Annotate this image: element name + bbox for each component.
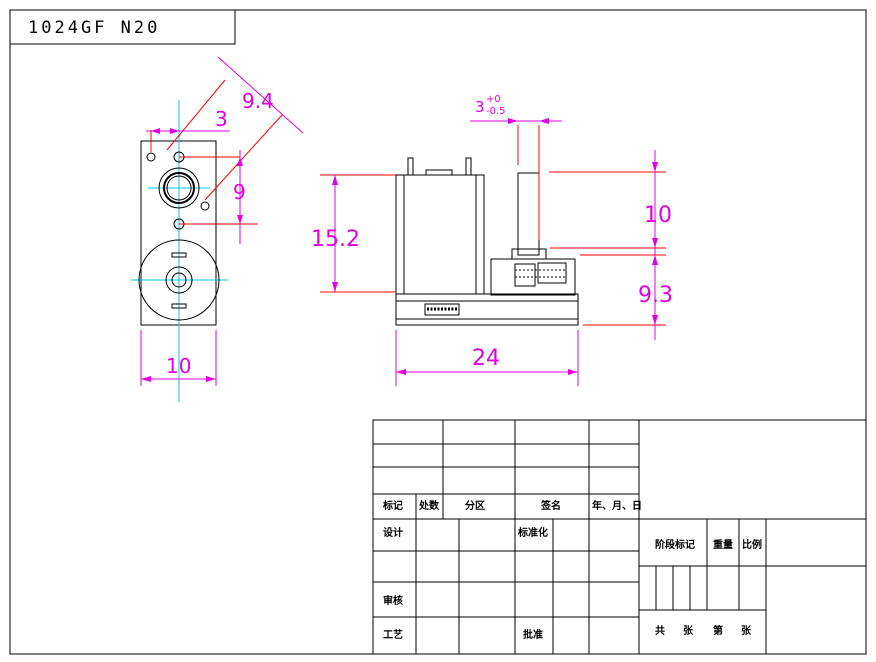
arrow <box>539 118 549 124</box>
arrow <box>332 175 338 185</box>
terminal-right <box>465 157 472 176</box>
shaft-collar <box>511 248 547 260</box>
front-view: 9.4 3 9 10 <box>131 56 304 402</box>
tb-total: 共 <box>655 626 665 637</box>
arrow <box>652 238 658 248</box>
motor-bearing-inner <box>171 272 187 288</box>
arrow <box>332 282 338 292</box>
arrow <box>568 369 578 375</box>
gearbox-gear-2 <box>537 262 567 284</box>
arrow <box>237 157 243 166</box>
dim-10-side: 10 <box>644 203 672 228</box>
arrow <box>141 376 151 382</box>
drawing-title: 1024GF N20 <box>28 18 160 38</box>
tb-mark: 标记 <box>383 501 403 512</box>
tb-standardization: 标准化 <box>518 528 548 539</box>
arrow <box>652 255 658 265</box>
tb-process: 工艺 <box>383 630 403 641</box>
tb-zone: 分区 <box>465 501 485 512</box>
dim-94: 9.4 <box>242 89 274 113</box>
tb-sheets-1: 张 <box>683 626 693 637</box>
tb-date: 年、月、日 <box>592 501 642 512</box>
arrow <box>237 215 243 224</box>
motor-cap <box>425 169 453 176</box>
tb-sheets-2: 张 <box>741 626 751 637</box>
motor-bearing-outer <box>165 266 193 294</box>
arrow <box>652 162 658 172</box>
dim-93: 9.3 <box>638 283 673 308</box>
plate-3 <box>395 318 579 326</box>
shaft-mid <box>163 172 195 204</box>
hole-ext-4 <box>166 79 226 151</box>
output-shaft <box>517 172 540 256</box>
title-block-grid <box>372 419 867 655</box>
dim-tol-base: 3 <box>475 98 485 116</box>
arrow <box>396 369 406 375</box>
motor-slot-bottom <box>171 303 187 309</box>
tb-approve: 批准 <box>523 630 543 641</box>
dim-9: 9 <box>233 180 246 204</box>
terminal-left <box>407 157 414 176</box>
arrow <box>508 118 518 124</box>
shaft-inner <box>166 175 192 201</box>
hole-top-left <box>146 152 156 162</box>
motor-slot-top <box>171 252 187 258</box>
tb-review: 审核 <box>383 596 403 607</box>
tb-signature: 签名 <box>541 501 561 512</box>
arrow <box>652 315 658 325</box>
tb-weight: 重量 <box>713 540 733 551</box>
gearbox-upper <box>490 258 576 296</box>
arrow <box>206 376 216 382</box>
dim-3: 3 <box>215 107 228 131</box>
dim-152: 15.2 <box>311 227 360 252</box>
tb-count: 处数 <box>419 501 439 512</box>
tb-stage-mark: 阶段标记 <box>655 540 695 551</box>
gearbox-gear-1 <box>514 263 536 287</box>
pinion-gear <box>424 303 460 316</box>
title-box <box>9 9 236 45</box>
dim-24: 24 <box>472 346 500 371</box>
tb-scale: 比例 <box>742 540 762 551</box>
motor-can <box>395 174 485 295</box>
plate-2 <box>395 300 579 320</box>
tb-design: 设计 <box>383 528 403 539</box>
dim-94-line <box>217 56 304 134</box>
hole-ext-5 <box>204 114 283 201</box>
drawing-border <box>9 9 867 655</box>
motor-outline <box>138 239 220 321</box>
hole-right <box>200 201 210 211</box>
tb-sheet-no: 第 <box>713 626 723 637</box>
dim-tol-lower: -0.5 <box>486 106 506 117</box>
arrow <box>151 128 160 134</box>
dim-tol-upper: +0 <box>486 94 501 105</box>
arrow <box>170 128 179 134</box>
shaft-outer <box>158 167 200 209</box>
side-view: 15.2 3 +0 -0.5 10 9.3 24 <box>311 94 673 386</box>
dim-10-front: 10 <box>166 354 191 378</box>
